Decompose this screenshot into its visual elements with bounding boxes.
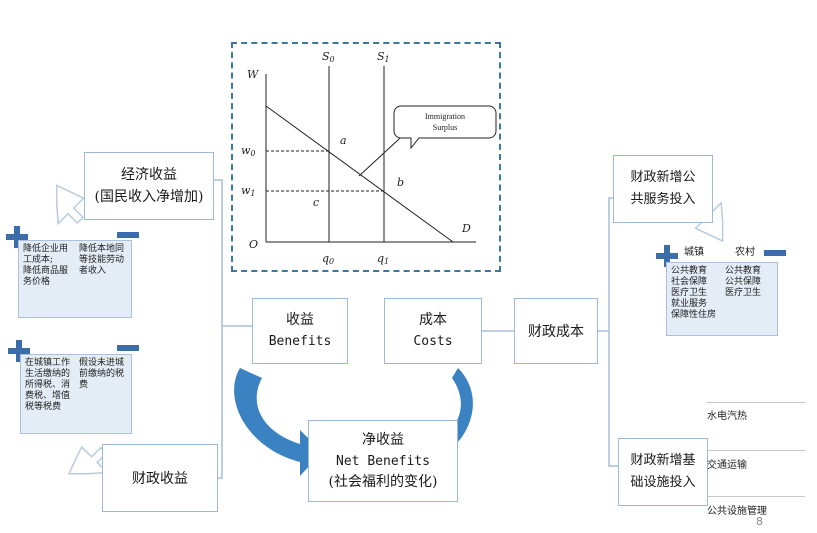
fiscal-cost-label: 财政成本 <box>528 324 584 340</box>
benefits-box: 收益 Benefits <box>252 298 348 364</box>
net-benefits-cn: 净收益 <box>362 431 404 448</box>
graph-svg: W S0 S1 w0 w1 a b c D O q0 q1 Immigratio… <box>241 50 497 266</box>
fiscal-revenue-label: 财政收益 <box>132 471 188 487</box>
area-c-label: c <box>313 196 319 209</box>
note1-right: 降低本地同 等技能劳动 者收入 <box>79 244 125 276</box>
s1-label: S1 <box>377 50 390 64</box>
public-service-line1: 财政新增公 <box>630 170 696 185</box>
infra-separator <box>707 496 805 497</box>
infra-separator <box>707 402 805 403</box>
benefits-en: Benefits <box>268 334 332 349</box>
costs-en: Costs <box>413 334 453 349</box>
callout-line1: Immigration <box>425 112 465 121</box>
public-service-box: 财政新增公 共服务投入 <box>613 155 713 223</box>
w-label: W <box>247 68 260 81</box>
curved-arrow-left <box>234 368 322 476</box>
fiscal-revenue-note: 在城镇工作 生活缴纳的 所得税、消 费税、增值 税等税费 假设未进城 前缴纳的税… <box>20 354 132 434</box>
net-benefits-en: Net Benefits <box>336 453 430 469</box>
collapse-minus-icon <box>117 345 139 351</box>
area-b-label: b <box>397 176 404 189</box>
net-benefits-sub: (社会福利的变化) <box>328 473 438 490</box>
demand-curve <box>265 105 454 243</box>
economic-benefit-title: 经济收益 <box>121 167 177 183</box>
benefits-cn: 收益 <box>286 312 314 328</box>
costs-cn: 成本 <box>419 312 447 328</box>
public-service-note: 公共教育 社会保障 医疗卫生 就业服务 保障性住房 公共教育 公共保障 医疗卫生 <box>666 262 778 336</box>
q0-label: q0 <box>322 252 334 266</box>
callout-bubble <box>393 105 497 150</box>
expand-plus-icon <box>656 245 678 267</box>
s0-label: S0 <box>322 50 335 64</box>
note3-header-urban: 城镇 <box>684 247 704 258</box>
area-a-label: a <box>340 134 347 147</box>
infra-separator <box>707 450 805 451</box>
note3-left: 公共教育 社会保障 医疗卫生 就业服务 保障性住房 <box>671 266 717 320</box>
net-benefits-box: 净收益 Net Benefits (社会福利的变化) <box>308 420 458 502</box>
infra-item: 公共设施管理 <box>707 506 767 517</box>
economic-benefit-box: 经济收益 (国民收入净增加) <box>84 152 214 220</box>
callout-line2: Surplus <box>433 123 457 132</box>
demand-label: D <box>461 222 471 235</box>
origin-label: O <box>249 238 258 251</box>
economic-benefit-note: 降低企业用 工成本; 降低商品服 务价格 降低本地同 等技能劳动 者收入 <box>18 240 132 318</box>
public-service-line2: 共服务投入 <box>630 192 696 207</box>
expand-plus-icon <box>8 340 30 362</box>
note2-left: 在城镇工作 生活缴纳的 所得税、消 费税、增值 税等税费 <box>25 358 71 412</box>
infra-item: 交通运输 <box>707 460 747 471</box>
infrastructure-box: 财政新增基 础设施投入 <box>618 438 708 506</box>
costs-box: 成本 Costs <box>384 298 482 364</box>
fiscal-cost-box: 财政成本 <box>514 298 598 364</box>
hollow-arrow-left-top <box>56 184 85 226</box>
w1-label: w1 <box>241 184 256 198</box>
note3-header-rural: 农村 <box>735 247 755 258</box>
collapse-minus-icon <box>117 232 139 238</box>
expand-plus-icon <box>6 226 28 248</box>
collapse-minus-icon <box>764 250 786 256</box>
page-number: 8 <box>756 515 763 528</box>
note1-left: 降低企业用 工成本; 降低商品服 务价格 <box>23 244 69 287</box>
infrastructure-line2: 础设施投入 <box>630 475 696 490</box>
q1-label: q1 <box>377 252 389 266</box>
supply-demand-graph: W S0 S1 w0 w1 a b c D O q0 q1 Immigratio… <box>231 42 501 272</box>
fiscal-revenue-box: 财政收益 <box>102 444 218 512</box>
economic-benefit-subtitle: (国民收入净增加) <box>94 189 204 205</box>
note2-right: 假设未进城 前缴纳的税 费 <box>79 358 125 390</box>
infrastructure-line1: 财政新增基 <box>630 453 696 468</box>
w0-label: w0 <box>241 144 256 158</box>
note3-right: 公共教育 公共保障 医疗卫生 <box>725 266 762 298</box>
infra-item: 水电汽热 <box>707 411 747 422</box>
